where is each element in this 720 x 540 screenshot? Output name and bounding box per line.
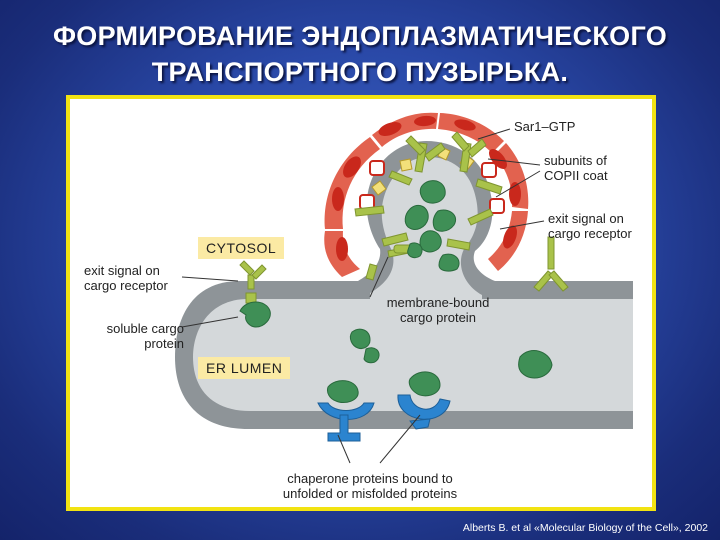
label-chaperone: chaperone proteins bound to unfolded or … [250, 471, 490, 501]
diagram-frame: Sar1–GTP subunits of COPII coat exit sig… [66, 95, 656, 511]
label-copii-coat: subunits of COPII coat [544, 153, 608, 183]
label-soluble-cargo: soluble cargo protein [84, 321, 184, 351]
citation: Alberts B. et al «Molecular Biology of t… [463, 522, 708, 534]
label-er-lumen: ER LUMEN [198, 357, 290, 379]
label-membrane-bound: membrane-bound cargo protein [368, 295, 508, 325]
label-sar1-gtp: Sar1–GTP [514, 119, 575, 134]
label-exit-signal-left: exit signal on cargo receptor [84, 263, 168, 293]
label-exit-signal-right: exit signal on cargo receptor [548, 211, 632, 241]
title-line-1: ФОРМИРОВАНИЕ ЭНДОПЛАЗМАТИЧЕСКОГО [0, 18, 720, 54]
slide-title: ФОРМИРОВАНИЕ ЭНДОПЛАЗМАТИЧЕСКОГО ТРАНСПО… [0, 18, 720, 90]
label-cytosol: CYTOSOL [198, 237, 284, 259]
title-line-2: ТРАНСПОРТНОГО ПУЗЫРЬКА. [0, 54, 720, 90]
